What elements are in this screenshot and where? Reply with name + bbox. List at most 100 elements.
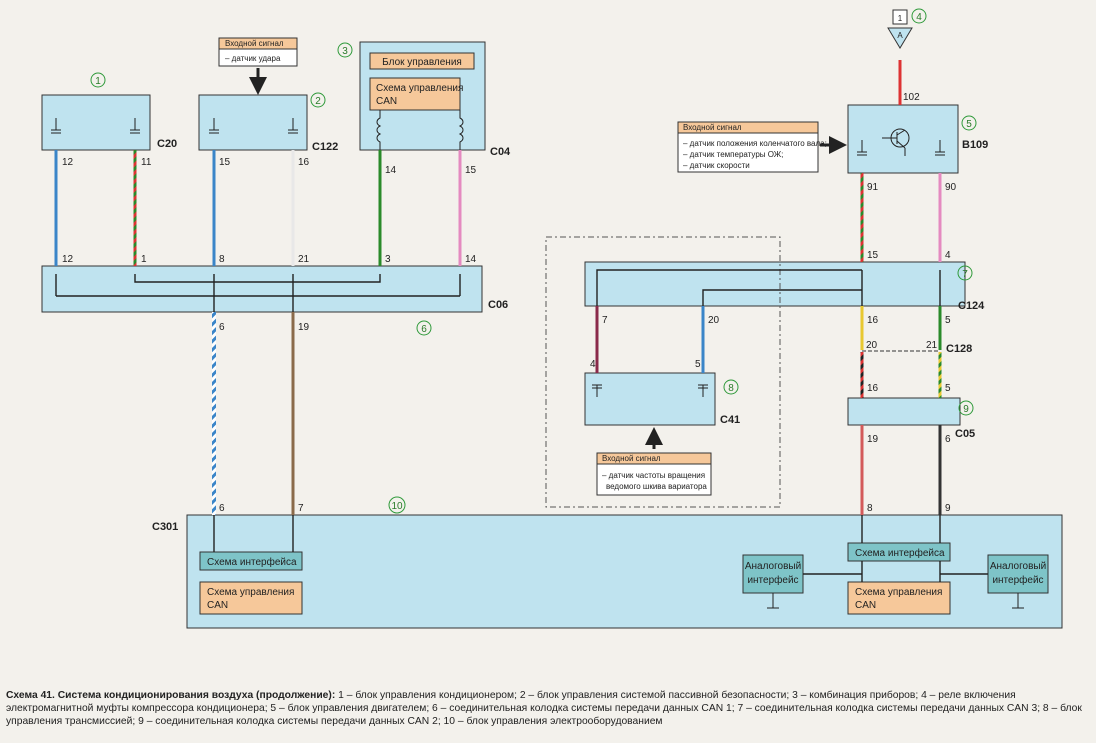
svg-text:A: A [897, 31, 903, 40]
coil-icons [376, 110, 464, 150]
c06-bus-a [55, 274, 461, 297]
figure-caption: Схема 41. Система кондиционирования возд… [6, 689, 1090, 728]
c06-bus-c [213, 274, 294, 312]
svg-text:– датчик температуры ОЖ;: – датчик температуры ОЖ; [683, 150, 783, 159]
badge-3: 3 [337, 42, 353, 58]
box-instrument-can [369, 77, 461, 111]
svg-text:3: 3 [342, 46, 348, 57]
instrument-title: Блок управления [382, 57, 462, 68]
interface-left-text: Схема интерфейса [207, 556, 297, 568]
ground-symbols [767, 593, 1024, 609]
connector-c06-body [41, 265, 483, 313]
pin-relay-102: 102 [903, 92, 920, 103]
pin-c06-12: 12 [62, 254, 74, 265]
pin-c41-5: 5 [695, 359, 701, 370]
caption-title: Схема 41. Система кондиционирования возд… [6, 690, 336, 701]
instrument-can-line1: Схема управления [376, 83, 463, 94]
pin-c05-16: 16 [867, 383, 879, 394]
box-airbag-control-unit [198, 94, 308, 151]
box-engine-control-unit [847, 104, 959, 174]
pin-c124-20: 20 [708, 315, 720, 326]
analog-right-line1: Аналоговый [990, 561, 1046, 572]
pin-c128-20: 20 [866, 340, 878, 351]
transistor-icon [882, 128, 910, 156]
connector-c124-body [584, 261, 966, 307]
box-instrument-title [369, 52, 475, 70]
interface-right-text: Схема интерфейса [855, 547, 945, 559]
label-b109: B109 [962, 139, 988, 151]
svg-text:Входной сигнал: Входной сигнал [602, 454, 661, 463]
box-ac-control-unit [41, 94, 151, 151]
analog-right-line2: интерфейс [992, 574, 1043, 586]
pin-c122-16: 16 [298, 157, 310, 168]
svg-text:– датчик частоты вращения: – датчик частоты вращения [602, 471, 705, 480]
svg-text:Входной сигнал: Входной сигнал [683, 123, 742, 132]
pin-c301-6: 6 [219, 503, 225, 514]
pin-c06-6: 6 [219, 322, 225, 333]
wiring-diagram: 12 11 15 16 14 15 12 1 8 21 3 14 6 19 6 … [41, 8, 1063, 629]
c06-bus-b [134, 274, 381, 283]
box-analog-left [742, 554, 804, 594]
label-c41: C41 [720, 414, 740, 426]
label-c128: C128 [946, 343, 972, 355]
svg-text:4: 4 [916, 12, 922, 23]
pin-c05-5: 5 [945, 383, 951, 394]
pin-c41-4: 4 [590, 359, 596, 370]
label-c06: C06 [488, 299, 508, 311]
caption-text: 1 – блок управления кондиционером; 2 – б… [6, 690, 1082, 727]
label-c05: C05 [955, 428, 975, 440]
svg-text:1: 1 [95, 76, 101, 87]
pin-b109-91: 91 [867, 182, 879, 193]
c301-bus [213, 515, 988, 582]
label-c124: C124 [958, 300, 985, 312]
pin-c06-8: 8 [219, 254, 225, 265]
pin-c20-11: 11 [141, 157, 152, 168]
pin-c301-9: 9 [945, 503, 951, 514]
pin-c124-5: 5 [945, 315, 951, 326]
svg-text:7: 7 [962, 269, 968, 280]
pin-c124-15: 15 [867, 250, 879, 261]
pin-c04-15: 15 [465, 165, 477, 176]
label-c122: C122 [312, 141, 338, 153]
box-interface-right [847, 542, 951, 562]
svg-text:8: 8 [728, 383, 734, 394]
instrument-can-line2: CAN [376, 96, 397, 107]
pin-c124-16: 16 [867, 315, 879, 326]
svg-text:ведомого шкива вариатора: ведомого шкива вариатора [606, 482, 707, 491]
pin-c06-1: 1 [141, 254, 147, 265]
box-can-right [847, 581, 951, 615]
can-left-line1: Схема управления [207, 587, 294, 598]
svg-text:9: 9 [963, 404, 969, 415]
can-right-line2: CAN [855, 600, 876, 611]
badge-4: 4 [911, 8, 927, 24]
badge-2: 2 [310, 92, 326, 108]
label-c20: C20 [157, 138, 177, 150]
badge-8: 8 [723, 379, 739, 395]
svg-text:– датчик скорости: – датчик скорости [683, 161, 750, 170]
box-analog-right [987, 554, 1049, 594]
pin-b109-90: 90 [945, 182, 957, 193]
svg-text:1: 1 [898, 14, 903, 23]
pin-c122-15: 15 [219, 157, 231, 168]
can-right-line1: Схема управления [855, 587, 942, 598]
svg-text:6: 6 [421, 324, 427, 335]
box-transmission-control-unit [584, 372, 716, 426]
badge-1: 1 [90, 72, 106, 88]
relay-symbol: 1 A [887, 9, 913, 49]
connector-c05-body [847, 397, 961, 426]
badge-5: 5 [961, 115, 977, 131]
badge-9: 9 [958, 400, 974, 416]
svg-text:10: 10 [391, 501, 403, 512]
transmission-dashed-boundary [545, 236, 781, 508]
pin-c124-4: 4 [945, 250, 951, 261]
badge-7: 7 [957, 265, 973, 281]
pin-c301-8: 8 [867, 503, 873, 514]
box-interface-left [199, 551, 303, 571]
pin-c04-14: 14 [385, 165, 397, 176]
c124-bus [596, 269, 941, 306]
analog-left-line2: интерфейс [747, 574, 798, 586]
input-signal-airbag: Входной сигнал – датчик удара [218, 37, 298, 95]
label-c04: C04 [490, 146, 511, 158]
pin-c06-21: 21 [298, 254, 310, 265]
label-c301: C301 [152, 521, 178, 533]
